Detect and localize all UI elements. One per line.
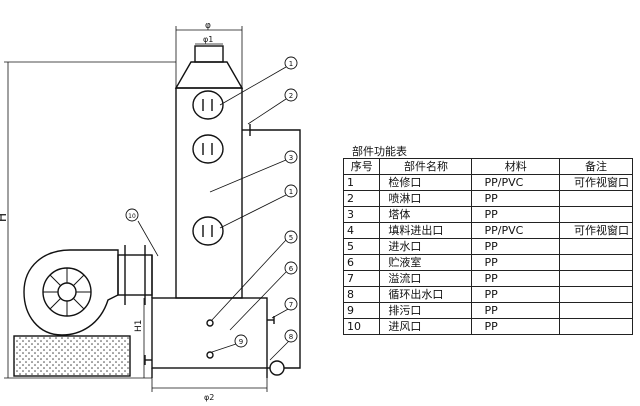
callout-label: 8 — [289, 333, 293, 341]
dim-h1: H1 — [134, 320, 144, 333]
dim-h: H — [0, 213, 9, 222]
callout-label: 5 — [289, 234, 293, 242]
circulation-pipe — [250, 129, 301, 369]
inspection-window-upper — [192, 90, 224, 120]
outlet-pipe — [194, 45, 224, 63]
callout-label: 3 — [289, 154, 293, 162]
circulation-pump — [269, 360, 285, 376]
header-part-name: 部件名称 — [379, 158, 473, 175]
inspection-window-middle — [192, 134, 224, 164]
fan-volute — [23, 249, 119, 336]
table-row: 2 喷淋口 PP — [342, 190, 633, 207]
table-caption: 部件功能表 — [352, 145, 407, 158]
table-row: 8 循环出水口 PP — [342, 286, 633, 303]
parts-table: 序号 部件名称 材料 备注 1 检修口 PP/PVC 可作视窗口 2 喷淋口 P… — [342, 158, 633, 335]
spray-tower-drawing: φ φ1 φ2 H H1 1 2 3 1 5 6 7 8 9 — [0, 21, 301, 402]
table-row: 3 塔体 PP — [342, 206, 633, 223]
callout-label: 6 — [289, 265, 294, 273]
dim-phi2: φ2 — [204, 393, 214, 402]
inspection-window-lower — [192, 216, 224, 246]
inlet-duct — [117, 254, 153, 296]
callout-label: 9 — [239, 338, 243, 346]
fan-motor-base — [13, 335, 131, 377]
table-header-row: 序号 部件名称 材料 备注 — [342, 158, 633, 175]
callout-label: 7 — [289, 301, 293, 309]
table-row: 9 排污口 PP — [342, 302, 633, 319]
table-row: 1 检修口 PP/PVC 可作视窗口 — [342, 174, 633, 191]
header-index: 序号 — [342, 158, 381, 175]
exhaust-hood — [174, 61, 244, 89]
dim-top-phi: φ — [205, 21, 211, 31]
table-row: 4 填料进出口 PP/PVC 可作视窗口 — [342, 222, 633, 239]
table-row: 6 贮液室 PP — [342, 254, 633, 271]
callout-label: 1 — [289, 60, 293, 68]
callout-label: 2 — [289, 92, 293, 100]
table-row: 7 溢流口 PP — [342, 270, 633, 287]
callout-label: 10 — [128, 213, 136, 220]
header-material: 材料 — [471, 158, 560, 175]
table-row: 5 进水口 PP — [342, 238, 633, 255]
callout-label: 1 — [289, 188, 293, 196]
table-row: 10 进风口 PP — [342, 318, 633, 335]
sump-base — [151, 297, 268, 369]
dim-phi1: φ1 — [203, 35, 213, 44]
header-remark: 备注 — [559, 158, 633, 175]
